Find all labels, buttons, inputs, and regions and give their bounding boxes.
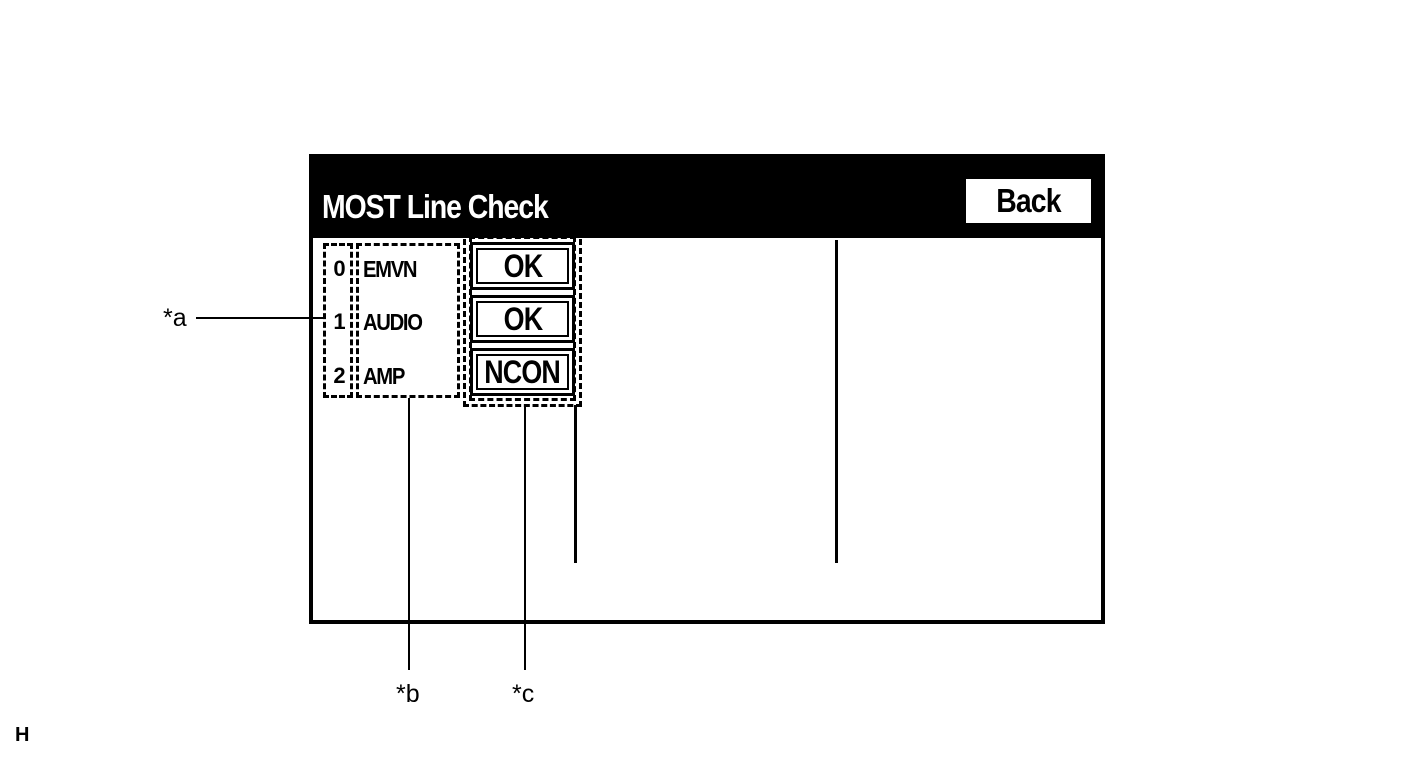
device-name-emvn: EMVN [363,256,418,282]
callout-box-a [323,243,353,398]
callout-label-a: *a [163,304,187,332]
figure-code: H [15,724,30,746]
leader-line-b [408,398,410,670]
status-label-emvn: OK [503,247,542,284]
callout-box-c-inner [469,236,576,401]
title-bar: MOST Line Check Back [313,158,1101,238]
row-number-0: 0 [333,256,345,281]
callout-label-c: *c [512,680,535,708]
back-button[interactable]: Back [966,179,1091,223]
row-number-1: 1 [333,309,345,334]
back-button-label: Back [996,182,1061,219]
row-number-2: 2 [333,363,345,388]
device-name-audio: AUDIO [363,309,423,335]
callout-box-b [356,243,460,398]
status-label-audio: OK [503,300,542,337]
screen-title: MOST Line Check [322,188,549,225]
device-name-amp: AMP [363,363,405,389]
callout-box-c-outer [463,230,582,407]
status-label-amp: NCON [484,353,562,390]
status-button-emvn[interactable]: OK [470,242,575,290]
most-line-check-screen: MOST Line Check Back [309,154,1105,624]
leader-line-a [196,317,323,319]
leader-line-c [524,407,526,670]
status-button-amp[interactable]: NCON [470,348,575,396]
divider-line-left [574,405,577,563]
callout-label-b: *b [396,680,420,708]
divider-line-right [835,240,838,563]
